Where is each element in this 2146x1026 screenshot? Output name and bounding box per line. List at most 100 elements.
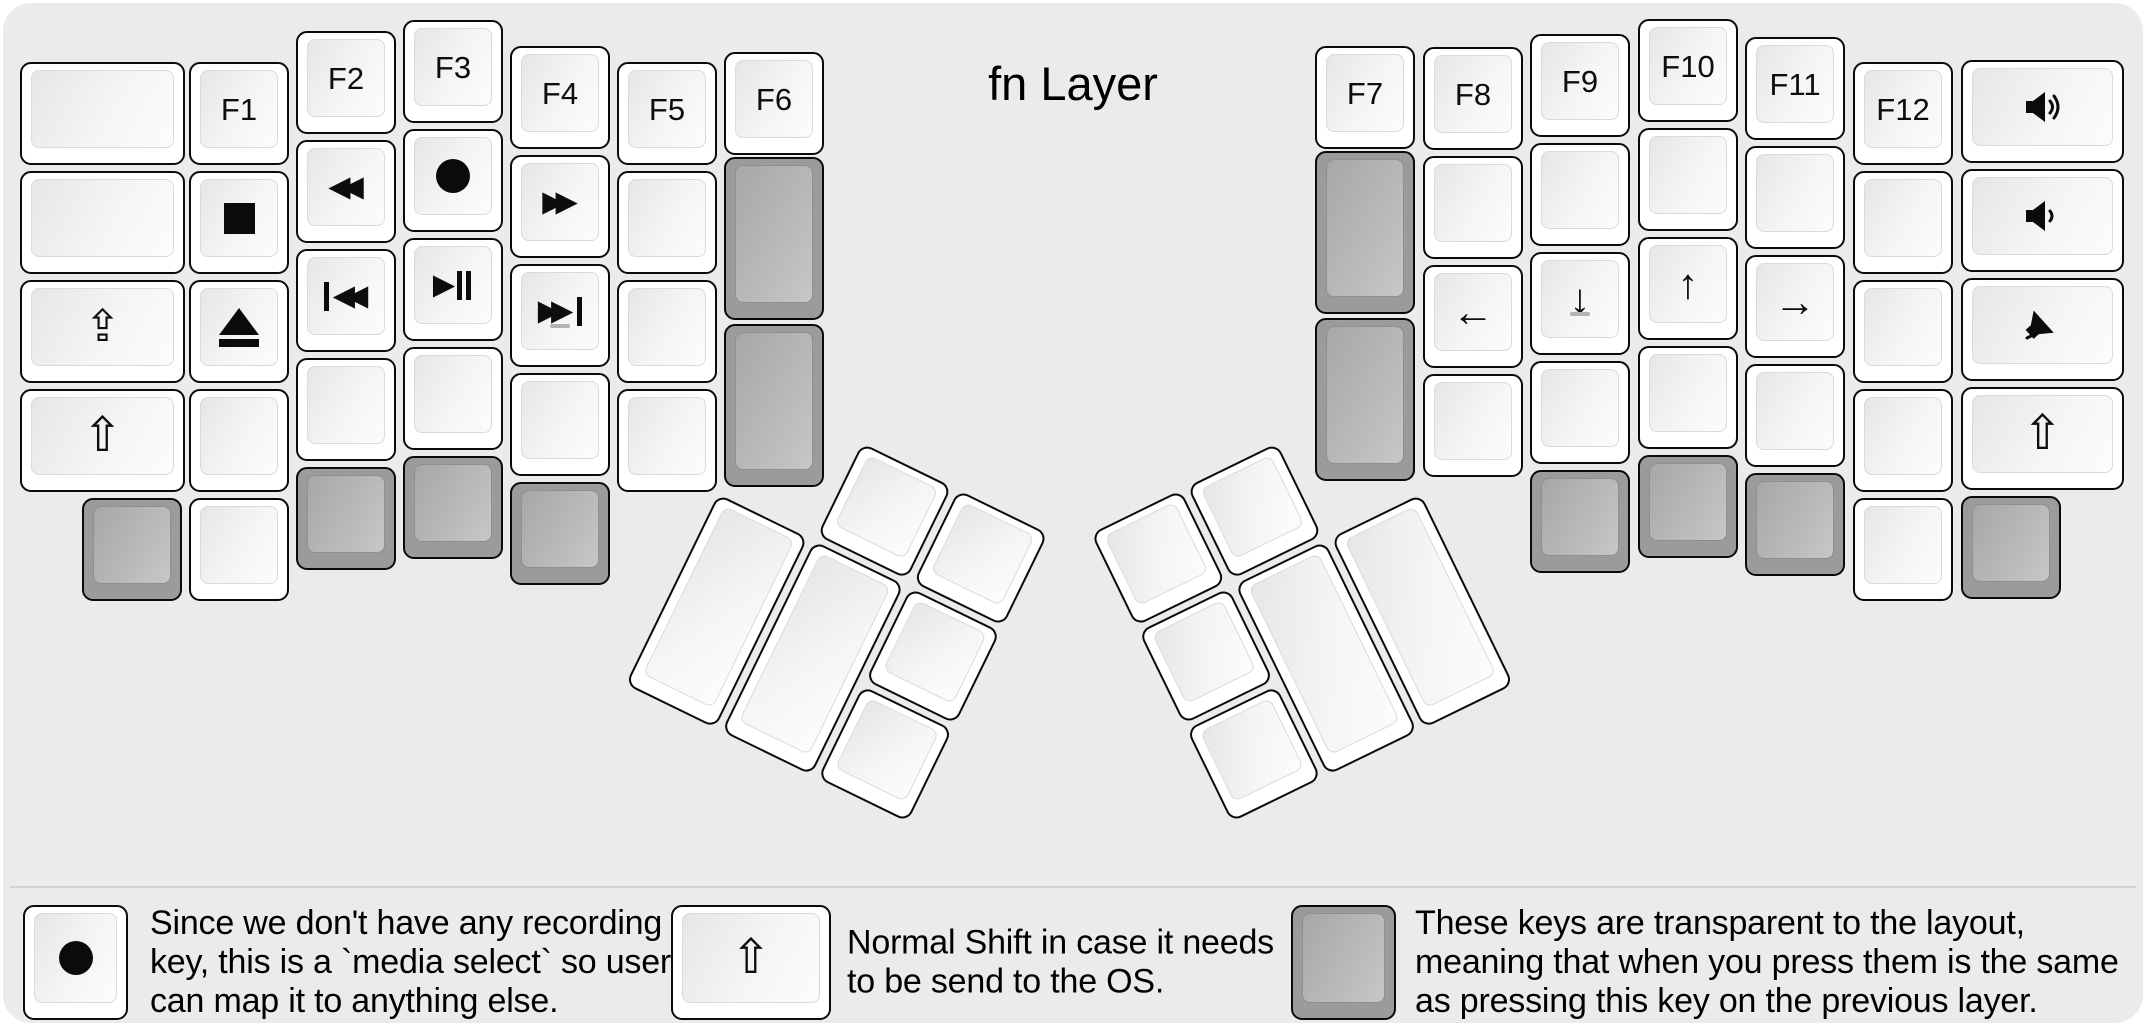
- key-transparent: [1315, 318, 1415, 481]
- keycap-surface: F5: [628, 70, 706, 148]
- keycap-surface: [1541, 151, 1619, 229]
- keycap-surface: F9: [1541, 42, 1619, 120]
- key-next-track: ▶▶: [510, 264, 610, 367]
- keycap-surface: [1434, 164, 1512, 242]
- prev-track-icon: ◀◀: [322, 281, 371, 311]
- arrow-right-icon: →: [1774, 278, 1816, 325]
- key-blank: [617, 280, 717, 383]
- shift-icon: ⇧: [730, 931, 772, 984]
- record-icon: [58, 941, 93, 975]
- key-f12: F12: [1853, 62, 1953, 165]
- keycap-surface: [1151, 599, 1257, 705]
- keycap-surface: [1302, 913, 1385, 1003]
- key-f1: F1: [189, 62, 289, 165]
- key-label: F4: [541, 75, 579, 111]
- key-blank: [510, 373, 610, 476]
- key-blank: [20, 62, 185, 165]
- key-label: F10: [1661, 48, 1715, 84]
- stop-icon: [223, 202, 255, 234]
- key-label: F9: [1561, 63, 1599, 99]
- keycap-surface: [1864, 179, 1942, 257]
- key-label: F3: [434, 49, 472, 85]
- eject-icon: [219, 307, 259, 347]
- keycap-surface: [521, 381, 599, 459]
- key-stop: [189, 171, 289, 274]
- keycap-surface: [1649, 463, 1727, 541]
- keycap-surface: [628, 288, 706, 366]
- keycap-surface: [1756, 154, 1834, 232]
- keycap-surface: [1972, 286, 2113, 364]
- keycap-surface: [200, 506, 278, 584]
- keycap-surface: [1326, 326, 1404, 464]
- key-record: [403, 129, 503, 232]
- volume-up-icon: [2018, 84, 2068, 130]
- key-transparent: [1530, 470, 1630, 573]
- keycap-surface: [1326, 159, 1404, 297]
- keycap-surface: [1972, 504, 2050, 582]
- keycap-surface: ▶: [414, 246, 492, 324]
- keycap-surface: [93, 506, 171, 584]
- keycap-surface: [1972, 68, 2113, 146]
- keycap-surface: ⇪: [31, 288, 174, 366]
- key-label: F1: [220, 91, 258, 127]
- keycap-surface: [1756, 372, 1834, 450]
- keycap-surface: [31, 179, 174, 257]
- keycap-surface: [414, 137, 492, 215]
- keycap-surface: F7: [1326, 54, 1404, 132]
- key-f5: F5: [617, 62, 717, 165]
- play-pause-icon: ▶: [433, 270, 473, 300]
- legend-sample-key: [1291, 905, 1396, 1020]
- keycap-surface: [414, 355, 492, 433]
- key-f8: F8: [1423, 47, 1523, 150]
- sub-legend-dash: [550, 324, 570, 328]
- keycap-surface: ◀◀: [307, 257, 385, 335]
- key-volume-up: [1961, 60, 2124, 163]
- key-transparent: [1315, 151, 1415, 314]
- key-transparent: [403, 456, 503, 559]
- rewind-icon: ◀◀: [328, 170, 364, 203]
- arrow-left-icon: ←: [1452, 288, 1494, 335]
- keycap-surface: F6: [735, 60, 813, 138]
- keycap-surface: [200, 397, 278, 475]
- keycap-surface: [1649, 136, 1727, 214]
- keycap-surface: [34, 913, 117, 1003]
- key-blank: [1638, 128, 1738, 231]
- key-f3: F3: [403, 20, 503, 123]
- keycap-surface: F12: [1864, 70, 1942, 148]
- key-blank: [1853, 498, 1953, 601]
- key-mute: [1961, 278, 2124, 381]
- arrow-down-icon: ↓: [1569, 275, 1591, 322]
- keycap-surface: [1541, 369, 1619, 447]
- key-eject: [189, 280, 289, 383]
- key-f11: F11: [1745, 37, 1845, 140]
- keycap-surface: [200, 179, 278, 257]
- key-blank: [1745, 364, 1845, 467]
- keycap-surface: [414, 464, 492, 542]
- key-blank: [1853, 389, 1953, 492]
- key-transparent: [296, 467, 396, 570]
- keycap-surface: ▶▶: [521, 163, 599, 241]
- key-blank: [20, 171, 185, 274]
- keycap-surface: F2: [307, 39, 385, 117]
- keycap-surface: F1: [200, 70, 278, 148]
- key-blank: [189, 389, 289, 492]
- caps-lock-icon: ⇪: [84, 302, 121, 351]
- keycap-surface: →: [1756, 263, 1834, 341]
- keycap-surface: [31, 70, 174, 148]
- keycap-surface: ⇧: [1972, 395, 2113, 473]
- keycap-surface: [1972, 177, 2113, 255]
- legend-sample-key: ⇧: [671, 905, 831, 1020]
- key-transparent: [82, 498, 182, 601]
- keycap-surface: ↓: [1541, 260, 1619, 338]
- keycap-surface: F4: [521, 54, 599, 132]
- key-shift: ⇧: [20, 389, 185, 492]
- keycap-surface: [307, 366, 385, 444]
- key-transparent: [1961, 496, 2061, 599]
- keycap-surface: F11: [1756, 45, 1834, 123]
- key-blank: [403, 347, 503, 450]
- key-fast-forward: ▶▶: [510, 155, 610, 258]
- key-blank: [617, 389, 717, 492]
- keycap-surface: [1756, 481, 1834, 559]
- keycap-surface: ⇧: [31, 397, 174, 475]
